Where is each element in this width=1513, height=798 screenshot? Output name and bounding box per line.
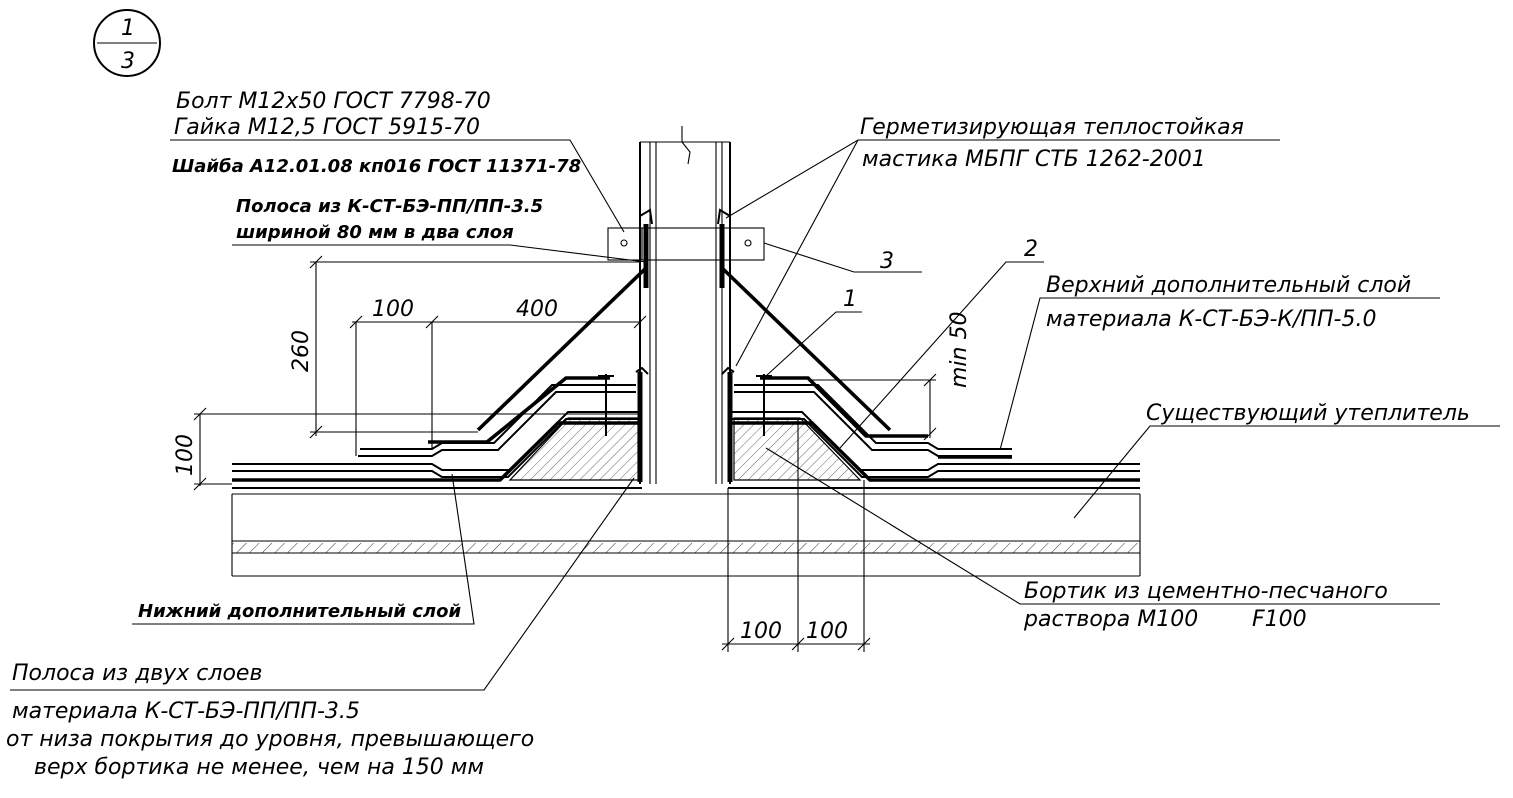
anchor-bolts bbox=[598, 374, 772, 436]
washer-label: Шайба А12.01.08 кп016 ГОСТ 11371-78 bbox=[172, 156, 581, 177]
two-layer-strip-label-3: от низа покрытия до уровня, превышающего bbox=[6, 727, 534, 752]
two-layer-strip-label-2: материала К-СТ-БЭ-ПП/ПП-3.5 bbox=[12, 699, 360, 724]
dim-100-bottom-b: 100 bbox=[806, 619, 848, 644]
marker-2: 2 bbox=[1024, 237, 1038, 262]
upper-layer-label-2: материала К-СТ-БЭ-К/ПП-5.0 bbox=[1046, 307, 1376, 332]
strip-label-1: Полоса из К-СТ-БЭ-ПП/ПП-3.5 bbox=[236, 196, 543, 217]
bolt-label: Болт М12х50 ГОСТ 7798-70 bbox=[176, 89, 491, 114]
dim-100-left: 100 bbox=[173, 434, 198, 476]
marker-1: 1 bbox=[843, 287, 857, 312]
diagonal-straps bbox=[476, 266, 892, 432]
sheet-ref-bottom: 3 bbox=[121, 49, 135, 74]
dim-260: 260 bbox=[289, 330, 314, 372]
strip-label-2: шириной 80 мм в два слоя bbox=[236, 222, 514, 243]
cement-curbs bbox=[508, 417, 862, 481]
two-layer-strip-label-1: Полоса из двух слоев bbox=[12, 661, 262, 686]
upper-layer-label-1: Верхний дополнительный слой bbox=[1046, 273, 1411, 298]
curb-frost-label: F100 bbox=[1252, 607, 1307, 632]
lower-layer-label: Нижний дополнительный слой bbox=[138, 601, 461, 622]
sheet-ref-top: 1 bbox=[121, 16, 135, 41]
membrane-layers bbox=[232, 376, 1140, 489]
curb-label-2: раствора М100 bbox=[1023, 607, 1198, 632]
dim-min50: min 50 bbox=[947, 312, 972, 388]
two-layer-strip-label-4: верх бортика не менее, чем на 150 мм bbox=[34, 755, 484, 780]
sealant-label-1: Герметизирующая теплостойкая bbox=[860, 115, 1244, 140]
dim-100-bottom-a: 100 bbox=[740, 619, 782, 644]
dim-100-top: 100 bbox=[372, 297, 414, 322]
curb-label-1: Бортик из цементно-песчаного bbox=[1024, 579, 1388, 604]
dimension-lines bbox=[193, 255, 937, 652]
sealant-label-2: мастика МБПГ СТБ 1262-2001 bbox=[862, 147, 1206, 172]
pipe bbox=[635, 126, 735, 484]
insulation-label: Существующий утеплитель bbox=[1146, 401, 1470, 426]
dim-400: 400 bbox=[516, 297, 558, 322]
leader-lines bbox=[10, 139, 1500, 691]
pipe-clamp bbox=[607, 208, 765, 288]
sheet-reference-bubble: 1 3 bbox=[93, 9, 161, 77]
roof-base-layers bbox=[231, 493, 1141, 577]
nut-label: Гайка М12,5 ГОСТ 5915-70 bbox=[174, 115, 480, 140]
marker-3: 3 bbox=[880, 249, 894, 274]
